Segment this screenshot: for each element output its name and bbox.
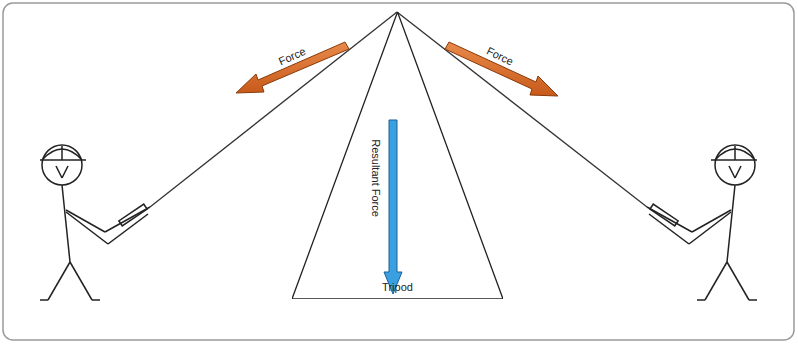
- tripod-shape: Tripod: [292, 12, 503, 299]
- rope: [150, 12, 397, 207]
- stick-figure: [40, 145, 150, 300]
- force-arrow: [236, 42, 349, 93]
- tripod-label: Tripod: [382, 281, 413, 293]
- frame: [3, 3, 794, 340]
- resultant-label: Resultant Force: [370, 139, 382, 217]
- stick-figure: [647, 145, 757, 300]
- force-arrow: [445, 42, 558, 96]
- tripod-outline: [292, 12, 503, 299]
- rope: [397, 12, 647, 207]
- resultant-arrow: [384, 120, 402, 294]
